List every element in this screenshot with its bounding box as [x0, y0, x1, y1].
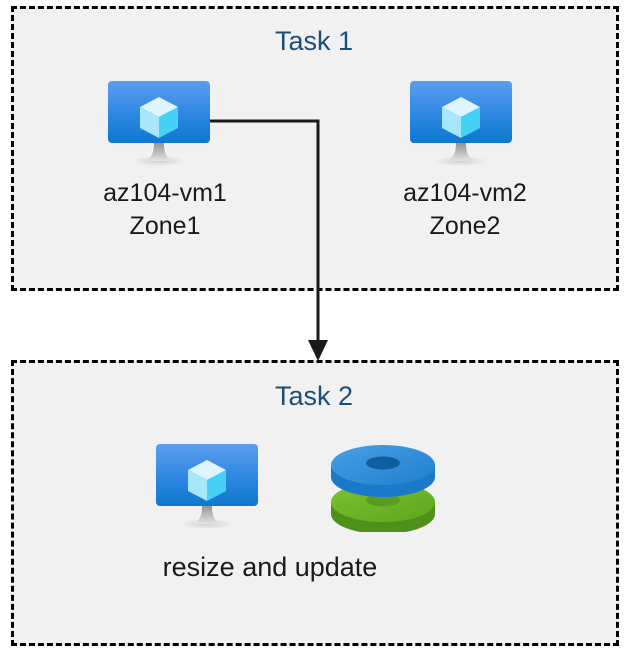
vm2-label: az104-vm2 Zone2 — [403, 179, 527, 240]
vm1-label: az104-vm1 Zone1 — [103, 179, 227, 240]
task-1-title: Task 1 — [274, 26, 354, 56]
virtual-machine-icon — [155, 443, 259, 529]
task-2-caption: resize and update — [162, 552, 378, 582]
task-2-box — [11, 360, 619, 646]
task-2-title: Task 2 — [274, 381, 354, 411]
virtual-machine-icon — [107, 80, 211, 166]
virtual-machine-icon — [409, 80, 513, 166]
managed-disks-icon — [328, 440, 438, 534]
